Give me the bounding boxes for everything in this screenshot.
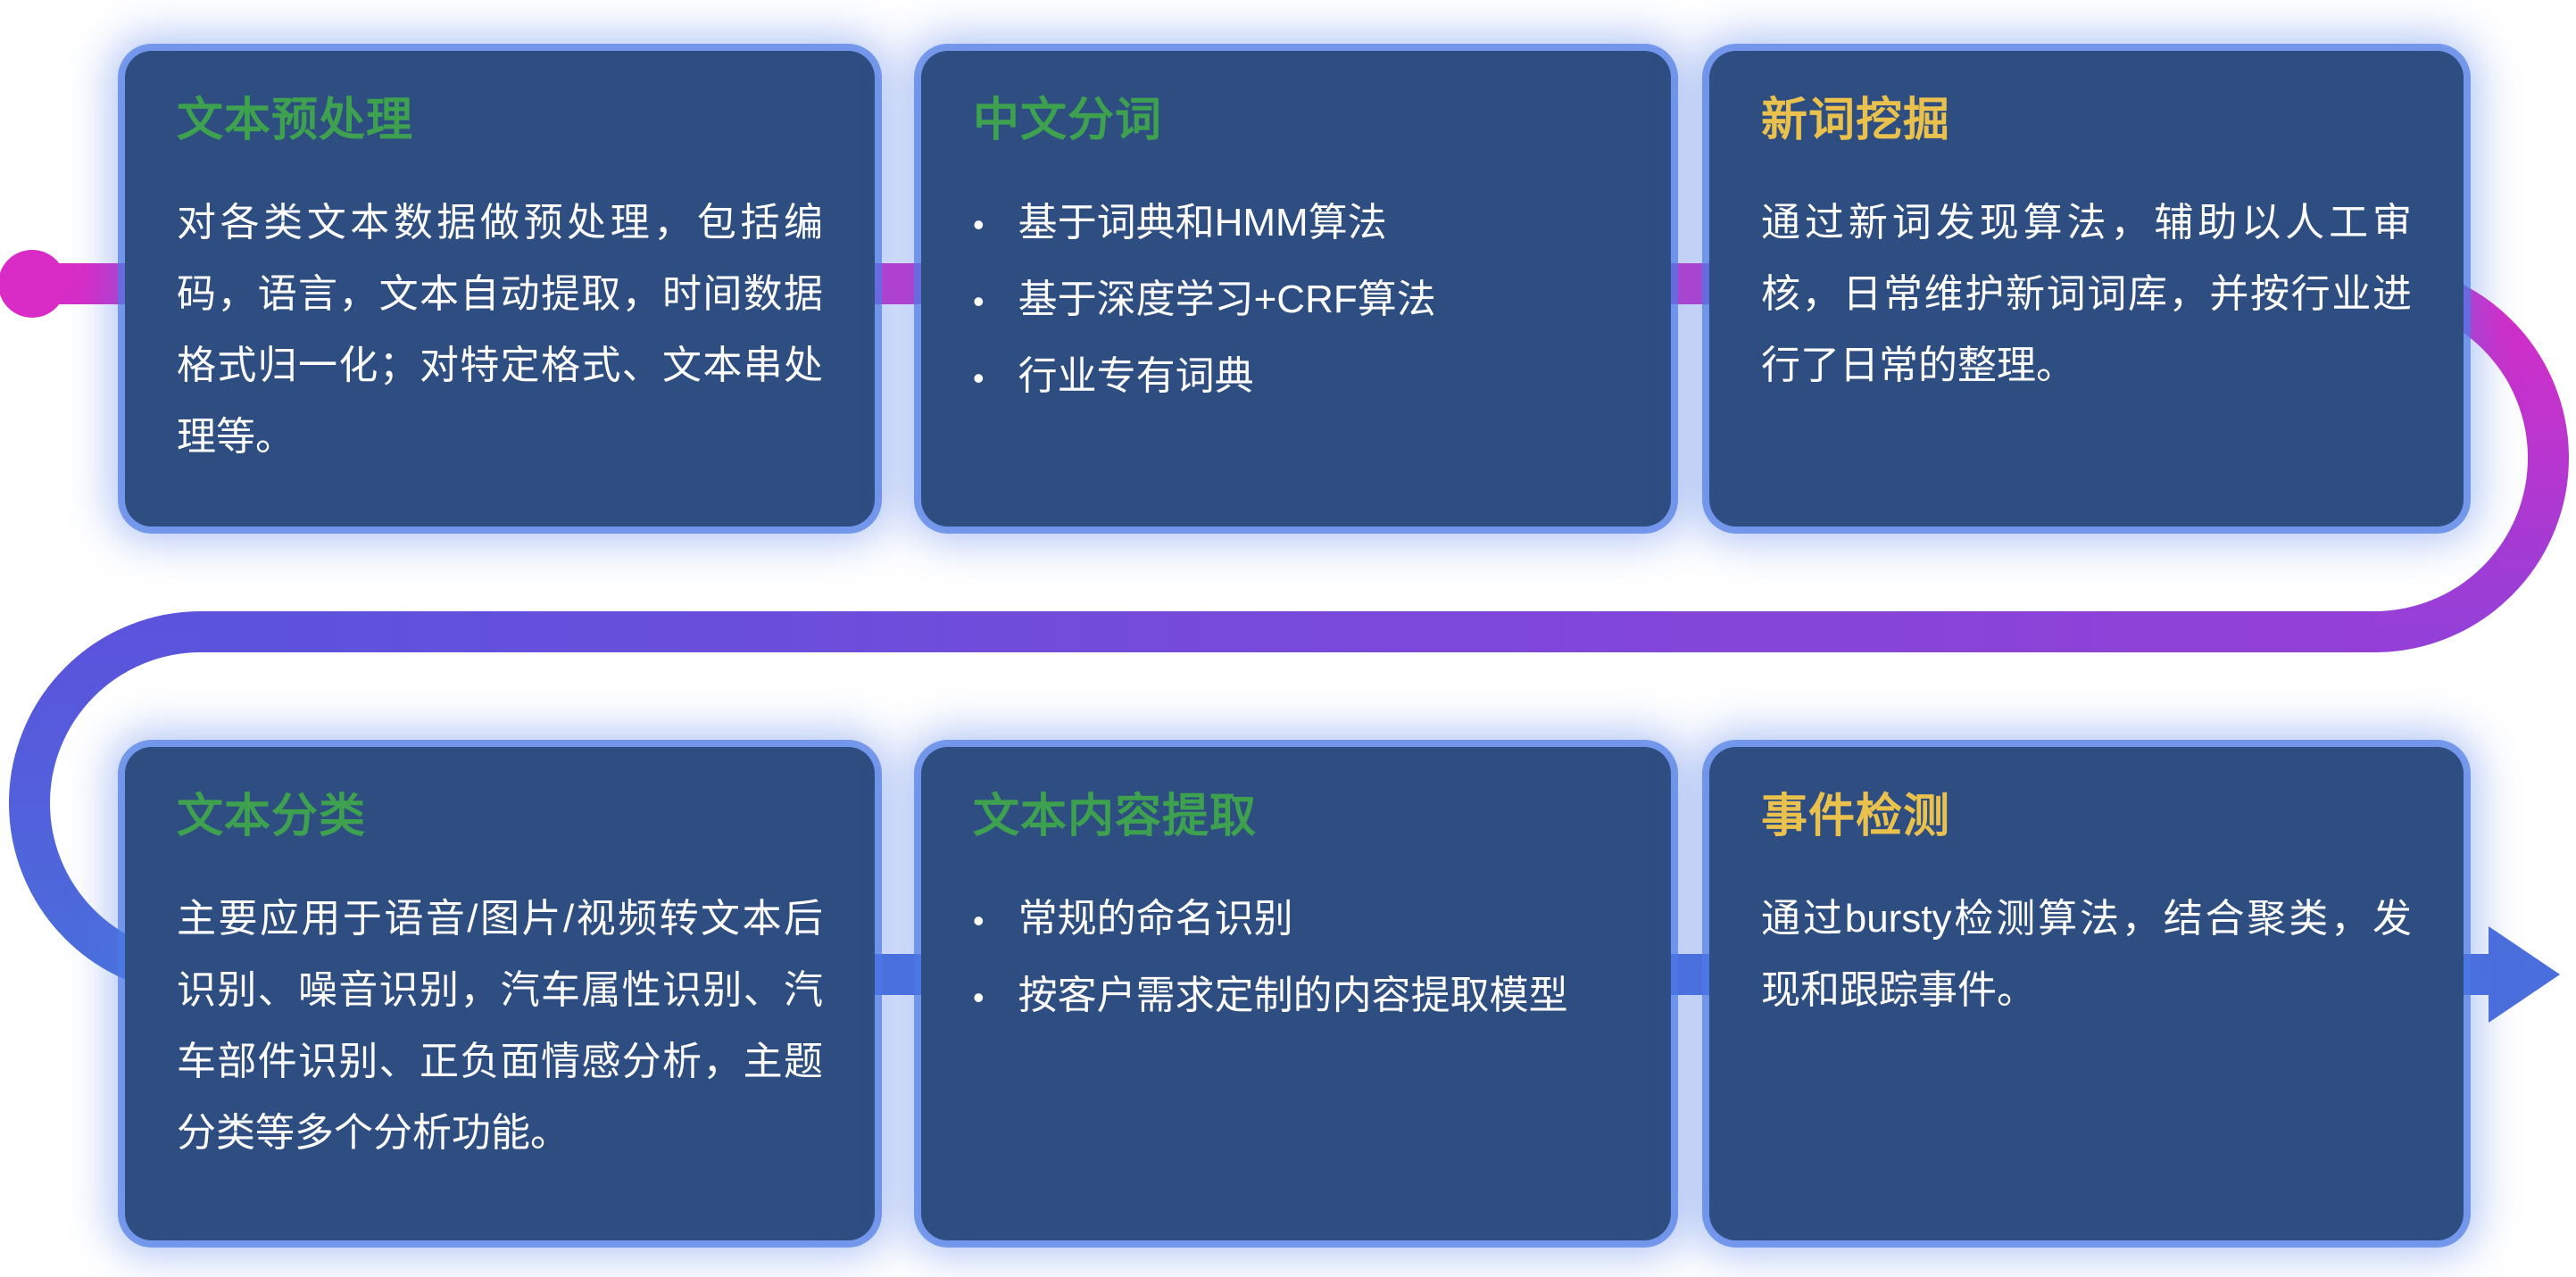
bullet-item: • 基于词典和HMM算法 [973, 187, 1619, 259]
bullet-dot-icon: • [973, 360, 985, 397]
bullet-dot-icon: • [973, 902, 985, 939]
card-title: 文本分类 [177, 791, 367, 842]
card-body: 对各类文本数据做预处理，包括编码，语言，文本自动提取，时间数据格式归一化；对特定… [177, 201, 823, 460]
bullet-item: • 常规的命名识别 [973, 883, 1619, 955]
card-text-classification: 文本分类 主要应用于语音/图片/视频转文本后识别、噪音识别，汽车属性识别、汽车部… [125, 747, 875, 1240]
card-body: 通过bursty检测算法，结合聚类，发现和跟踪事件。 [1761, 897, 2412, 1013]
card-title: 事件检测 [1761, 791, 1951, 842]
bullet-dot-icon: • [973, 206, 985, 243]
card-body: 通过新词发现算法，辅助以人工审核，日常维护新词词库，并按行业进行了日常的整理。 [1761, 201, 2412, 388]
flow-arrow-icon [2489, 926, 2560, 1023]
bullet-text: 基于词典和HMM算法 [1018, 201, 1387, 245]
bullet-text: 基于深度学习+CRF算法 [1018, 278, 1436, 322]
card-title: 中文分词 [973, 95, 1163, 146]
bullet-text: 常规的命名识别 [1018, 897, 1293, 941]
card-body: 主要应用于语音/图片/视频转文本后识别、噪音识别，汽车属性识别、汽车部件识别、正… [177, 897, 823, 1156]
card-title: 文本内容提取 [973, 791, 1258, 842]
bullet-dot-icon: • [973, 283, 985, 320]
bullet-list: • 常规的命名识别 • 按客户需求定制的内容提取模型 [973, 883, 1619, 1032]
bullet-item: • 基于深度学习+CRF算法 [973, 264, 1619, 336]
bullet-item: • 按客户需求定制的内容提取模型 [973, 960, 1619, 1032]
flow-start-dot-icon [0, 250, 66, 318]
card-text-preprocessing: 文本预处理 对各类文本数据做预处理，包括编码，语言，文本自动提取，时间数据格式归… [125, 51, 875, 527]
bullet-item: • 行业专有词典 [973, 341, 1619, 412]
bullet-text: 行业专有词典 [1018, 354, 1254, 399]
bullet-list: • 基于词典和HMM算法 • 基于深度学习+CRF算法 • 行业专有词典 [973, 187, 1619, 412]
card-content-extraction: 文本内容提取 • 常规的命名识别 • 按客户需求定制的内容提取模型 [921, 747, 1671, 1240]
card-word-segmentation: 中文分词 • 基于词典和HMM算法 • 基于深度学习+CRF算法 • 行业专有词… [921, 51, 1671, 527]
card-title: 新词挖掘 [1761, 95, 1951, 146]
card-new-word-mining: 新词挖掘 通过新词发现算法，辅助以人工审核，日常维护新词词库，并按行业进行了日常… [1709, 51, 2464, 527]
bullet-dot-icon: • [973, 979, 985, 1016]
bullet-text: 按客户需求定制的内容提取模型 [1018, 974, 1568, 1018]
card-event-detection: 事件检测 通过bursty检测算法，结合聚类，发现和跟踪事件。 [1709, 747, 2464, 1240]
card-title: 文本预处理 [177, 95, 414, 146]
